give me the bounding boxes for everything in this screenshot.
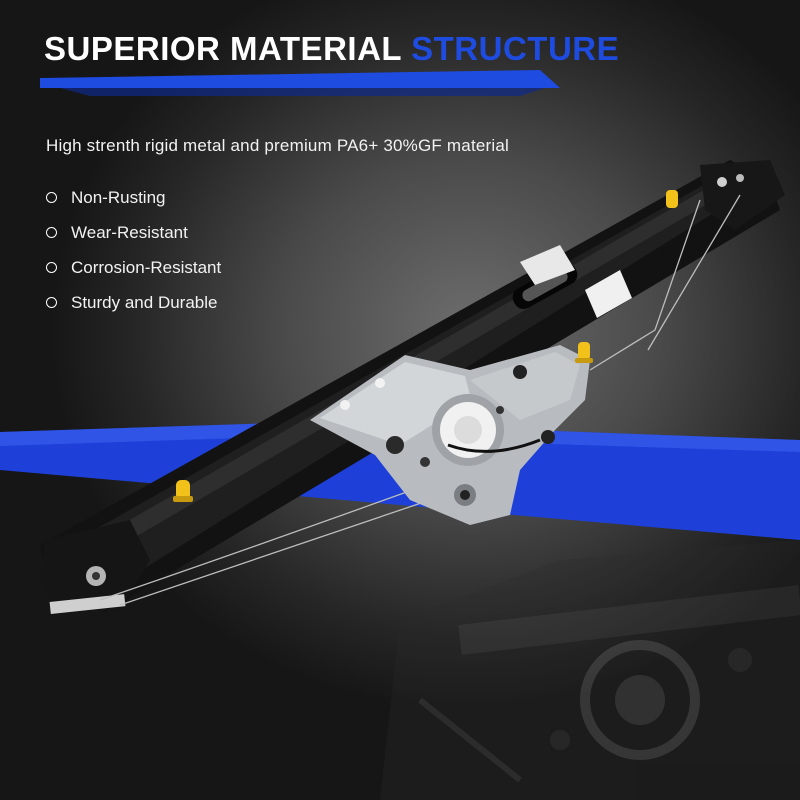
circle-bullet-icon	[46, 262, 57, 273]
feature-item: Corrosion-Resistant	[46, 250, 221, 285]
feature-item: Wear-Resistant	[46, 215, 221, 250]
yellow-pins	[173, 190, 678, 502]
page-title: SUPERIOR MATERIAL STRUCTURE	[44, 30, 619, 68]
circle-bullet-icon	[46, 227, 57, 238]
feature-item: Non-Rusting	[46, 180, 221, 215]
gear-plate-bracket	[310, 345, 590, 525]
title-underline-swoosh	[40, 70, 560, 88]
feature-label: Wear-Resistant	[71, 222, 188, 242]
feature-label: Sturdy and Durable	[71, 292, 218, 312]
regulator-cables	[99, 194, 741, 606]
title-part-1: SUPERIOR MATERIAL	[44, 30, 412, 67]
title-underline-shadow	[60, 88, 545, 96]
circle-bullet-icon	[46, 192, 57, 203]
material-description: High strenth rigid metal and premium PA6…	[46, 136, 509, 155]
feature-label: Non-Rusting	[71, 187, 166, 207]
feature-label: Corrosion-Resistant	[71, 257, 222, 277]
part-reflection	[380, 540, 800, 800]
circle-bullet-icon	[46, 297, 57, 308]
feature-item: Sturdy and Durable	[46, 285, 221, 320]
title-part-2: STRUCTURE	[411, 30, 620, 67]
feature-list: Non-Rusting Wear-Resistant Corrosion-Res…	[46, 180, 221, 320]
